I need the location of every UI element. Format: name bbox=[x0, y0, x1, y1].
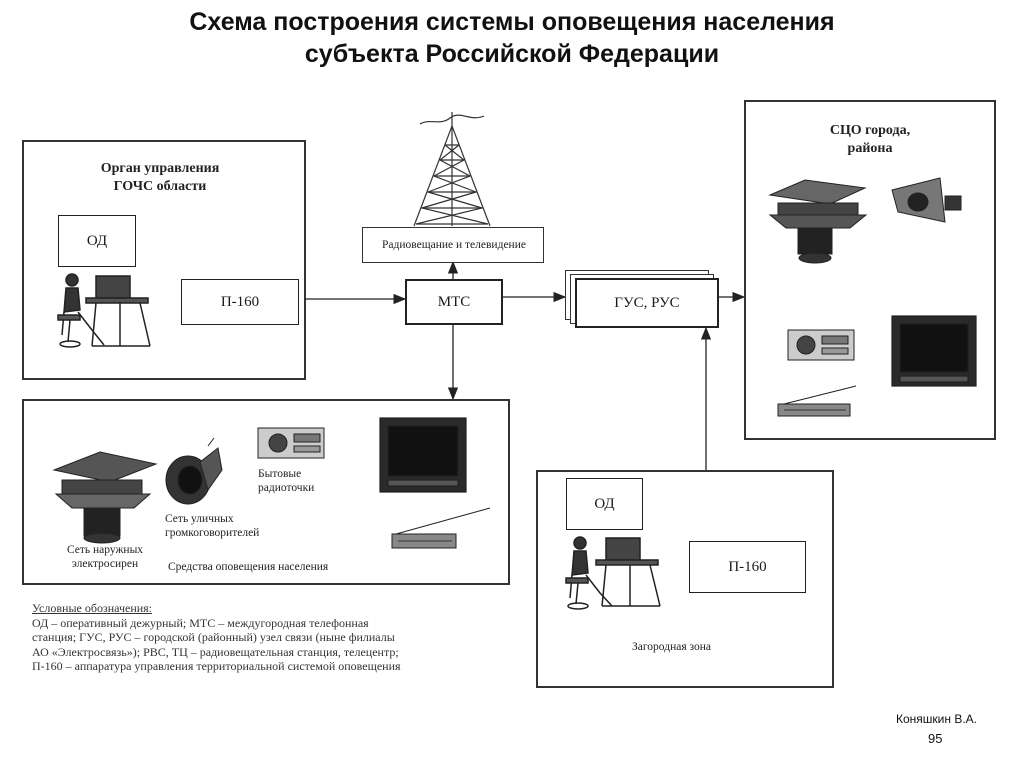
gus-rus-node: ГУС, РУС bbox=[575, 278, 719, 328]
city-alert-heading-line1: СЦО города, bbox=[829, 123, 911, 138]
city-alert-heading-line2: района bbox=[847, 141, 893, 156]
city-alert-heading: СЦО города, района bbox=[800, 122, 940, 158]
sirens-label: Сеть наружных электросирен bbox=[50, 543, 160, 571]
title-line-1: Схема построения системы оповещения насе… bbox=[189, 8, 835, 36]
country-zone-caption: Загородная зона bbox=[632, 641, 711, 653]
control-body-heading: Орган управления ГОЧС области bbox=[60, 160, 260, 196]
country-od-node: ОД bbox=[566, 478, 643, 530]
legend-line-1: ОД – оперативный дежурный; МТС – междуго… bbox=[32, 615, 369, 630]
control-body-heading-line2: ГОЧС области bbox=[113, 179, 207, 194]
radio-points-label-line2: радиоточки bbox=[258, 482, 315, 494]
title-line-2: субъекта Российской Федерации bbox=[304, 40, 720, 68]
alert-means-caption: Средства оповещения населения bbox=[168, 561, 329, 573]
od-node: ОД bbox=[58, 215, 136, 267]
control-body-heading-line1: Орган управления bbox=[100, 161, 220, 176]
sirens-label-line2: электросирен bbox=[71, 558, 139, 570]
legend-line-4: П-160 – аппаратура управления территориа… bbox=[32, 659, 401, 673]
speakers-label-line2: громкоговорителей bbox=[165, 527, 260, 539]
legend-line-2: станция; ГУС, РУС – городской (районный)… bbox=[32, 630, 395, 644]
speakers-label-line1: Сеть уличных bbox=[165, 513, 234, 525]
legend-heading: Условные обозначения: bbox=[32, 601, 153, 615]
mts-node: МТС bbox=[405, 279, 503, 325]
legend: Условные обозначения: ОД – оперативный д… bbox=[32, 601, 512, 674]
broadcast-label: Радиовещание и телевидение bbox=[382, 239, 526, 251]
broadcast-box bbox=[362, 227, 544, 263]
country-p160-node: П-160 bbox=[689, 541, 806, 593]
speakers-label: Сеть уличных громкоговорителей bbox=[165, 512, 285, 540]
sirens-label-line1: Сеть наружных bbox=[66, 544, 144, 556]
legend-line-3: АО «Электросвязь»); РВС, ТЦ – радиовещат… bbox=[32, 644, 399, 659]
p160-node: П-160 bbox=[181, 279, 299, 325]
page-number: 95 bbox=[928, 731, 943, 746]
page-title: Схема построения системы оповещения насе… bbox=[0, 6, 1024, 70]
radio-points-label-line1: Бытовые bbox=[258, 468, 302, 480]
radio-points-label: Бытовые радиоточки bbox=[258, 467, 348, 495]
author-label: Коняшкин В.А. bbox=[896, 712, 978, 726]
